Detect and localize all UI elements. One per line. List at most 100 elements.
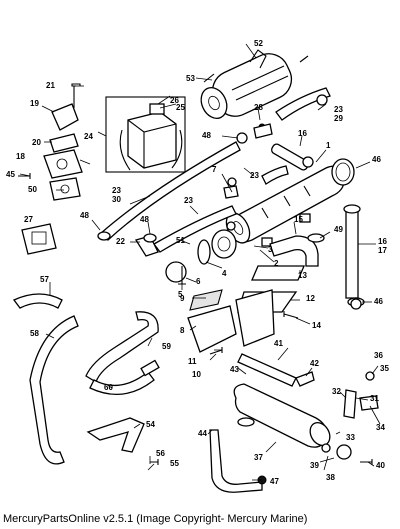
callout-27: 27 <box>24 215 33 224</box>
callout-44: 44 <box>198 429 207 438</box>
callout-37: 37 <box>254 453 263 462</box>
callout-48b: 48 <box>80 211 89 220</box>
callout-16b: 16 <box>378 237 387 246</box>
washer-38 <box>336 444 352 460</box>
callout-3: 3 <box>268 245 273 254</box>
callout-13: 13 <box>298 271 307 280</box>
callout-57: 57 <box>40 275 49 284</box>
callout-56: 56 <box>156 449 165 458</box>
callout-36: 36 <box>374 351 383 360</box>
hose-23-29 <box>275 87 331 121</box>
callout-26: 26 <box>170 96 179 105</box>
callout-23d: 23 <box>250 171 259 180</box>
callout-24: 24 <box>84 132 93 141</box>
callout-12: 12 <box>306 294 315 303</box>
callout-15: 15 <box>294 215 303 224</box>
bracket-54 <box>86 417 145 453</box>
tube-41 <box>237 353 297 387</box>
callout-47: 47 <box>270 477 279 486</box>
callout-53: 53 <box>186 74 195 83</box>
callout-9: 9 <box>180 294 185 303</box>
callout-22: 22 <box>116 237 125 246</box>
callout-1: 1 <box>326 141 331 150</box>
callout-11: 11 <box>188 357 197 366</box>
plug-39 <box>321 443 331 453</box>
housing-18 <box>43 149 83 179</box>
callout-39: 39 <box>310 461 319 470</box>
callout-8: 8 <box>180 326 185 335</box>
bracket-9 <box>189 289 223 311</box>
callout-6: 6 <box>196 277 201 286</box>
callout-19: 19 <box>30 99 39 108</box>
callout-54: 54 <box>146 420 155 429</box>
impeller-plate <box>211 229 237 259</box>
callout-2: 2 <box>274 259 279 268</box>
plate-13 <box>251 265 305 281</box>
callout-43: 43 <box>230 365 239 374</box>
callout-50: 50 <box>28 185 37 194</box>
bracket-center <box>235 289 275 347</box>
fitting-42 <box>295 371 315 387</box>
callout-25: 25 <box>176 103 185 112</box>
callout-46a: 46 <box>372 155 381 164</box>
plate-4 <box>197 239 211 265</box>
callout-48c: 48 <box>140 215 149 224</box>
callout-29: 29 <box>334 114 343 123</box>
callout-14: 14 <box>312 321 321 330</box>
callout-5: 5 <box>178 290 183 299</box>
callout-16a: 16 <box>298 129 307 138</box>
callout-33: 33 <box>346 433 355 442</box>
hose-16-17 <box>345 211 359 299</box>
thermostat-housing-19 <box>51 103 79 131</box>
clip-32 <box>343 389 357 419</box>
callout-49: 49 <box>334 225 343 234</box>
callout-51: 51 <box>176 236 185 245</box>
gasket-20 <box>49 133 79 153</box>
callout-45: 45 <box>6 170 15 179</box>
gasket-50 <box>49 177 81 201</box>
callout-41: 41 <box>274 339 283 348</box>
hose-23-lower <box>261 165 289 185</box>
callout-28: 28 <box>254 103 263 112</box>
hose-58 <box>29 315 79 465</box>
callout-35: 35 <box>380 364 389 373</box>
callout-55: 55 <box>170 459 179 468</box>
callout-23c: 23 <box>184 196 193 205</box>
bracket-8 <box>187 305 237 353</box>
callout-17: 17 <box>378 246 387 255</box>
fitting-28 <box>253 123 273 139</box>
hose-23 <box>153 205 237 253</box>
callout-20: 20 <box>32 138 41 147</box>
callout-4: 4 <box>222 269 227 278</box>
callout-23b: 23 <box>112 186 121 195</box>
hose-57 <box>12 293 63 309</box>
callout-38: 38 <box>326 473 335 482</box>
callout-30: 30 <box>112 195 121 204</box>
callout-10: 10 <box>192 370 201 379</box>
exploded-parts-diagram: 1 2 3 4 5 6 7 8 9 10 11 12 13 14 15 16 1… <box>6 39 389 493</box>
callout-58: 58 <box>30 329 39 338</box>
gasket-2 <box>226 221 236 231</box>
callout-40: 40 <box>376 461 385 470</box>
plate-27 <box>21 223 57 255</box>
callout-34: 34 <box>376 423 385 432</box>
callout-32: 32 <box>332 387 341 396</box>
callout-52: 52 <box>254 39 263 48</box>
pipe-16 <box>270 143 310 171</box>
elbow-15 <box>269 235 319 267</box>
hose-59 <box>85 311 159 383</box>
reservoir-inset <box>105 96 186 173</box>
plate-6 <box>165 261 187 283</box>
hose-60 <box>89 371 155 395</box>
callout-60: 60 <box>104 383 113 392</box>
callout-21: 21 <box>46 81 55 90</box>
heat-exchanger <box>200 49 309 120</box>
clamp-46 <box>331 158 355 186</box>
callout-48a: 48 <box>202 131 211 140</box>
hose-23-30 <box>98 141 241 241</box>
fitting-7 <box>223 185 239 199</box>
callout-31: 31 <box>370 394 379 403</box>
image-copyright-caption: MercuryPartsOnline v2.5.1 (Image Copyrig… <box>3 513 308 525</box>
callout-42: 42 <box>310 359 319 368</box>
callout-7: 7 <box>212 165 217 174</box>
